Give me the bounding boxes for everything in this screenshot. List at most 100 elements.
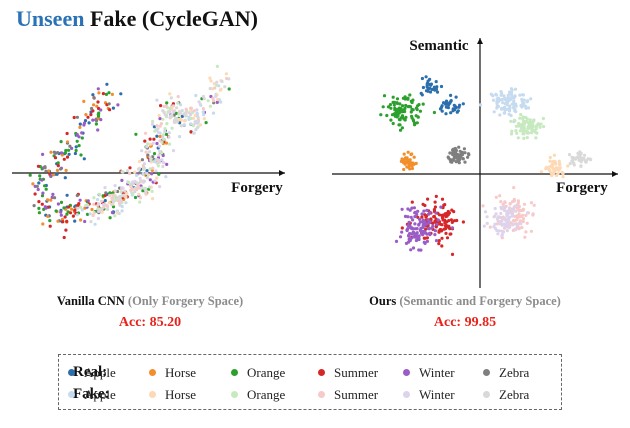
- point-fake-summer: [498, 194, 502, 198]
- point-fake-zebra: [580, 156, 584, 160]
- point-fake-winter: [76, 206, 80, 210]
- point-real-orange: [157, 172, 161, 176]
- point-fake-winter: [150, 122, 155, 126]
- point-real-apple: [425, 82, 429, 86]
- point-fake-apple: [120, 209, 124, 213]
- point-real-zebra: [172, 113, 176, 117]
- point-real-apple: [454, 95, 458, 99]
- point-real-summer: [448, 232, 452, 236]
- point-real-apple: [82, 157, 86, 161]
- point-fake-summer: [519, 214, 523, 219]
- point-real-apple: [434, 80, 438, 84]
- point-fake-apple: [520, 105, 524, 109]
- point-real-winter: [407, 220, 411, 224]
- point-real-orange: [398, 128, 403, 132]
- right-y-axis-arrowhead: [477, 38, 483, 44]
- point-fake-summer: [128, 171, 132, 176]
- point-fake-winter: [145, 171, 149, 175]
- point-fake-horse: [558, 162, 562, 167]
- point-real-orange: [38, 174, 42, 178]
- point-real-winter: [412, 206, 416, 210]
- legend-marker-fake-winter: [403, 391, 410, 398]
- point-fake-zebra: [139, 186, 143, 190]
- point-fake-zebra: [182, 112, 186, 116]
- point-fake-orange: [525, 136, 529, 140]
- point-fake-apple: [202, 113, 206, 117]
- point-real-summer: [36, 164, 41, 168]
- point-real-summer: [189, 130, 193, 134]
- point-real-horse: [79, 218, 83, 222]
- point-fake-zebra: [156, 127, 160, 131]
- point-real-winter: [409, 226, 413, 230]
- point-fake-orange: [161, 133, 165, 137]
- point-real-winter: [120, 178, 124, 182]
- point-real-winter: [75, 133, 79, 137]
- ours-accuracy: Acc: 99.85: [433, 315, 497, 330]
- point-fake-orange: [176, 101, 180, 105]
- point-real-orange: [412, 119, 416, 123]
- point-real-horse: [47, 169, 51, 173]
- point-fake-horse: [148, 142, 152, 146]
- legend-marker-real-summer: [318, 369, 325, 376]
- point-fake-summer: [110, 196, 114, 200]
- point-real-summer: [445, 236, 450, 240]
- point-fake-summer: [151, 166, 155, 170]
- point-real-summer: [443, 224, 447, 228]
- point-fake-apple: [510, 102, 514, 106]
- point-real-winter: [428, 231, 432, 235]
- point-fake-winter: [506, 222, 510, 226]
- point-real-summer: [440, 229, 444, 233]
- legend-marker-real-orange: [231, 369, 238, 376]
- point-real-orange: [65, 212, 69, 216]
- point-real-orange: [404, 103, 408, 108]
- point-real-summer: [440, 213, 444, 217]
- point-real-orange: [410, 100, 414, 105]
- right-x-axis-arrowhead: [612, 171, 618, 177]
- point-real-summer: [443, 218, 447, 222]
- point-real-orange: [418, 109, 422, 113]
- point-real-orange: [107, 91, 111, 95]
- point-fake-winter: [133, 179, 137, 184]
- point-fake-orange: [526, 126, 530, 130]
- point-fake-winter: [195, 108, 199, 112]
- point-fake-winter: [515, 223, 519, 227]
- point-fake-zebra: [118, 196, 122, 201]
- point-fake-apple: [182, 123, 186, 127]
- point-fake-orange: [119, 190, 123, 194]
- point-real-winter: [450, 226, 454, 230]
- point-fake-summer: [518, 208, 522, 212]
- point-real-horse: [402, 167, 406, 172]
- point-fake-winter: [140, 149, 144, 153]
- right-x-axis-label: Forgery: [556, 180, 608, 196]
- point-fake-winter: [485, 215, 489, 219]
- title-highlight: Unseen: [16, 6, 85, 31]
- point-real-horse: [49, 198, 53, 202]
- point-real-apple: [65, 193, 69, 197]
- point-real-winter: [43, 205, 47, 209]
- point-fake-orange: [138, 200, 142, 204]
- point-real-apple: [449, 111, 453, 115]
- point-fake-apple: [494, 93, 499, 97]
- ours-caption-sub: (Semantic and Forgery Space): [399, 294, 561, 308]
- point-real-orange: [108, 191, 112, 195]
- legend-marker-real-zebra: [483, 369, 490, 376]
- point-real-apple: [426, 89, 430, 93]
- point-real-orange: [37, 206, 41, 210]
- point-real-summer: [452, 219, 457, 223]
- point-real-orange: [59, 140, 63, 144]
- point-real-horse: [405, 165, 409, 169]
- legend-marker-real-winter: [403, 369, 410, 376]
- point-fake-winter: [496, 215, 501, 219]
- point-fake-zebra: [161, 164, 165, 169]
- point-fake-summer: [117, 201, 122, 206]
- point-fake-apple: [520, 99, 524, 103]
- legend-text-real-apple: Apple: [84, 365, 116, 380]
- point-real-zebra: [146, 153, 150, 157]
- point-real-horse: [41, 222, 45, 226]
- point-real-summer: [143, 139, 147, 143]
- point-real-apple: [87, 121, 91, 125]
- point-fake-horse: [182, 119, 187, 123]
- point-real-summer: [64, 228, 68, 232]
- point-real-orange: [394, 113, 398, 117]
